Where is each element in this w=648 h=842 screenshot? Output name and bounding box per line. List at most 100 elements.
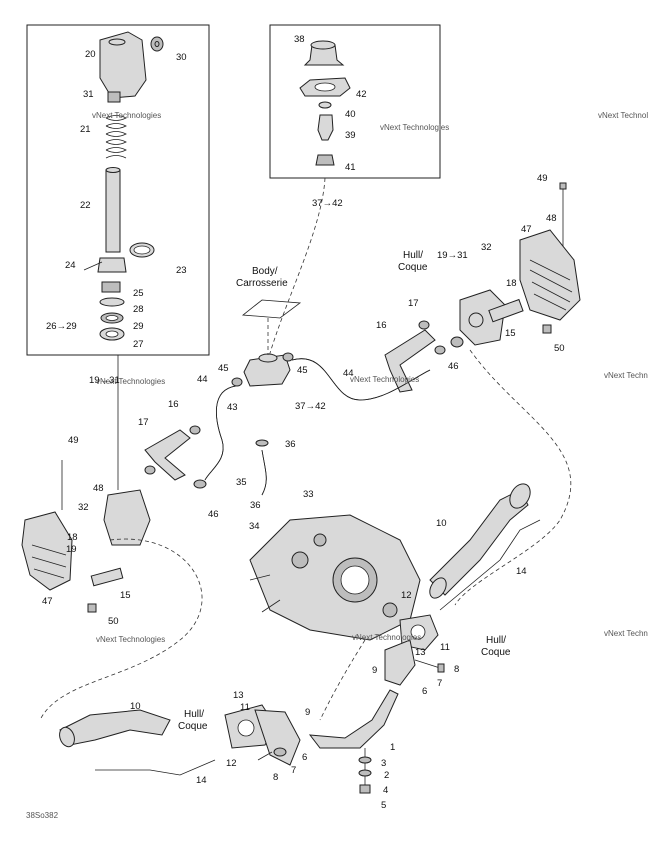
left-lower-bracket xyxy=(21,460,151,613)
callout-3: 3 xyxy=(381,758,386,769)
callout-15-left: 15 xyxy=(120,590,131,601)
callout-13: 13 xyxy=(415,647,426,658)
watermark: vNext Technologies xyxy=(350,375,419,384)
callout-5: 5 xyxy=(381,800,386,811)
callout-47-left: 47 xyxy=(42,596,53,607)
right-upper-bracket xyxy=(459,182,581,346)
watermark: vNext Technologies xyxy=(352,633,421,642)
callout-50: 50 xyxy=(554,343,565,354)
callout-24: 24 xyxy=(65,260,76,271)
callout-8-lower: 8 xyxy=(273,772,278,783)
callout-49-left: 49 xyxy=(68,435,79,446)
callout-9-lower: 9 xyxy=(305,707,310,718)
callout-48: 48 xyxy=(546,213,557,224)
callout-16-left: 16 xyxy=(168,399,179,410)
callout-14: 14 xyxy=(516,566,527,577)
cable-support-assembly xyxy=(299,40,351,166)
left-steering-arm xyxy=(144,425,201,481)
watermark: vNext Technologies xyxy=(96,635,165,644)
callout-7-lower: 7 xyxy=(291,765,296,776)
leader-dashed xyxy=(267,177,326,361)
callout-19-31: 19→31 xyxy=(437,250,468,261)
callout-37-42: 37→42 xyxy=(312,198,343,209)
right-nozzle-bracket xyxy=(384,614,445,686)
callout-1: 1 xyxy=(390,742,395,753)
callout-21: 21 xyxy=(80,124,91,135)
label-hull-right: Hull/ xyxy=(403,250,423,261)
label-coque-lower: Coque xyxy=(178,721,208,732)
watermark: vNext Technologies xyxy=(604,629,648,638)
callout-15: 15 xyxy=(505,328,516,339)
lower-duct-and-cable xyxy=(59,709,216,776)
label-body: Body/ xyxy=(252,266,278,277)
callout-16: 16 xyxy=(376,320,387,331)
callout-11: 11 xyxy=(440,642,450,653)
callout-32-left: 32 xyxy=(78,502,89,513)
lower-nozzle-bracket xyxy=(224,704,301,766)
callout-46: 46 xyxy=(448,361,459,372)
callout-10-lower: 10 xyxy=(130,701,141,712)
callout-34: 34 xyxy=(249,521,260,532)
callout-45: 45 xyxy=(218,363,229,374)
callout-42: 42 xyxy=(356,89,367,100)
callout-27: 27 xyxy=(133,339,144,350)
callout-14-lower: 14 xyxy=(196,775,207,786)
callout-18-left: 18 xyxy=(67,532,78,543)
label-hull-center: Hull/ xyxy=(486,635,506,646)
callout-9: 9 xyxy=(372,665,377,676)
callout-31: 31 xyxy=(83,89,94,100)
callout-19: 19 xyxy=(66,544,77,555)
callout-29: 29 xyxy=(133,321,144,332)
label-coque-center: Coque xyxy=(481,647,511,658)
callout-4: 4 xyxy=(383,785,388,796)
label-coque-right: Coque xyxy=(398,262,428,273)
cable-path-left xyxy=(39,538,203,721)
watermark: vNext Technologies xyxy=(92,111,161,120)
callout-6-lower: 6 xyxy=(302,752,307,763)
callout-17: 17 xyxy=(408,298,419,309)
cable-support-inset-box xyxy=(269,24,441,179)
callout-26-29: 26→29 xyxy=(46,321,77,332)
callout-11-lower: 11 xyxy=(240,702,250,713)
callout-46-left: 46 xyxy=(208,509,219,520)
callout-47: 47 xyxy=(521,224,532,235)
callout-36-lower: 36 xyxy=(250,500,261,511)
callout-49: 49 xyxy=(537,173,548,184)
callout-32: 32 xyxy=(481,242,492,253)
callout-44: 44 xyxy=(343,368,354,379)
callout-39: 39 xyxy=(345,130,356,141)
callout-28: 28 xyxy=(133,304,144,315)
cable-path-center xyxy=(319,639,366,721)
steering-lever xyxy=(308,689,399,794)
callout-48-left: 48 xyxy=(93,483,104,494)
callout-19-31-left: 19→31 xyxy=(89,375,120,386)
callout-41: 41 xyxy=(345,162,356,173)
callout-36: 36 xyxy=(285,439,296,450)
hose-assembly xyxy=(193,352,431,496)
callout-6: 6 xyxy=(422,686,427,697)
figure-code: 38So382 xyxy=(26,811,59,820)
callout-2: 2 xyxy=(384,770,389,781)
watermark: vNext Technologies xyxy=(598,111,648,120)
jet-pump-housing xyxy=(249,514,421,641)
label-carrosserie: Carrosserie xyxy=(236,278,288,289)
callout-12-lower: 12 xyxy=(226,758,237,769)
steering-column-assembly xyxy=(83,31,164,341)
watermark: vNext Technologies xyxy=(96,377,165,386)
callout-30: 30 xyxy=(176,52,187,63)
watermark: vNext Technologies xyxy=(604,371,648,380)
right-steering-arm xyxy=(384,320,464,393)
callout-33: 33 xyxy=(303,489,314,500)
callout-20: 20 xyxy=(85,49,96,60)
callout-8: 8 xyxy=(454,664,459,675)
callout-17-left: 17 xyxy=(138,417,149,428)
callout-7: 7 xyxy=(437,678,442,689)
callout-10: 10 xyxy=(436,518,447,529)
callout-35: 35 xyxy=(236,477,247,488)
callout-38: 38 xyxy=(294,34,305,45)
callout-40: 40 xyxy=(345,109,356,120)
callout-13-lower: 13 xyxy=(233,690,244,701)
callout-12: 12 xyxy=(401,590,412,601)
callout-45-right: 45 xyxy=(297,365,308,376)
